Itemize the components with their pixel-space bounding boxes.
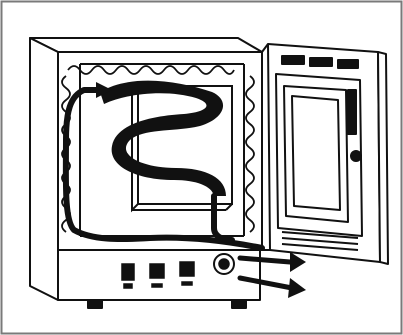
control-knob-icon[interactable] (150, 264, 164, 278)
oven-door (268, 44, 388, 264)
power-switch-icon[interactable] (122, 264, 134, 280)
dial-icon[interactable] (180, 262, 194, 276)
